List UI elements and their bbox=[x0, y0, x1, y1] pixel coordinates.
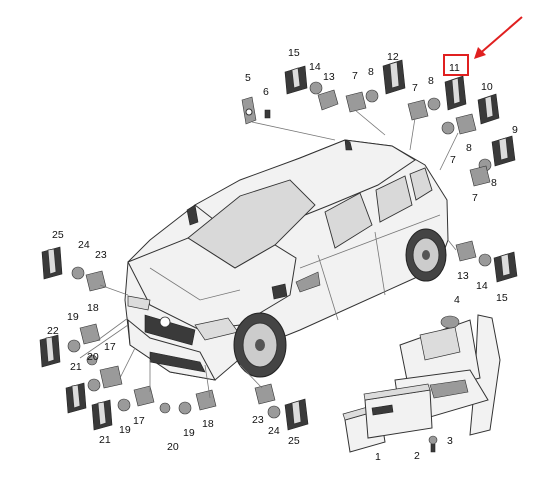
callout-22: 22 bbox=[47, 325, 59, 337]
callout-6: 6 bbox=[263, 86, 269, 98]
callout-23-bottom: 23 bbox=[252, 414, 264, 426]
callout-15-top: 15 bbox=[288, 47, 300, 59]
callout-18-left: 18 bbox=[87, 302, 99, 314]
highlight-arrow bbox=[476, 16, 523, 57]
callout-14-right: 14 bbox=[476, 280, 488, 292]
callout-8-b: 8 bbox=[428, 75, 434, 87]
control-units bbox=[342, 383, 438, 453]
callout-17-b: 17 bbox=[133, 415, 145, 427]
callout-5: 5 bbox=[245, 72, 251, 84]
callout-24-bottom: 24 bbox=[268, 425, 280, 437]
callout-11: 11 bbox=[449, 62, 460, 74]
callout-19-b: 19 bbox=[119, 424, 131, 436]
arrow-head-icon bbox=[474, 47, 486, 59]
callout-13-top: 13 bbox=[323, 71, 335, 83]
highlight-box bbox=[443, 54, 469, 76]
callout-15-right: 15 bbox=[496, 292, 508, 304]
callout-10: 10 bbox=[481, 81, 493, 93]
callout-19-a: 19 bbox=[67, 311, 79, 323]
callout-18-b: 18 bbox=[202, 418, 214, 430]
callout-12: 12 bbox=[387, 51, 399, 63]
car-illustration bbox=[124, 139, 449, 381]
callout-23-left: 23 bbox=[95, 249, 107, 261]
leader-lines bbox=[79, 109, 459, 399]
highlight-annotation bbox=[443, 16, 523, 76]
callout-8-c: 8 bbox=[466, 142, 472, 154]
callout-21-a: 21 bbox=[70, 361, 82, 373]
callout-7-c: 7 bbox=[450, 154, 456, 166]
callout-24-left: 24 bbox=[78, 239, 90, 251]
sensor-parts bbox=[39, 59, 518, 431]
callout-3: 3 bbox=[447, 435, 453, 447]
callout-8-a: 8 bbox=[368, 66, 374, 78]
callout-labels: 15 14 13 5 6 7 8 12 7 8 11 10 9 8 7 8 7 … bbox=[47, 47, 518, 463]
callout-25-bottom: 25 bbox=[288, 435, 300, 447]
callout-7-a: 7 bbox=[352, 70, 358, 82]
seat-bracket-assembly bbox=[394, 314, 501, 436]
callout-25-left: 25 bbox=[52, 229, 64, 241]
callout-2: 2 bbox=[414, 450, 420, 462]
callout-9: 9 bbox=[512, 124, 518, 136]
callout-1: 1 bbox=[375, 451, 381, 463]
callout-17-left: 17 bbox=[104, 341, 116, 353]
callout-20-left: 20 bbox=[87, 351, 99, 363]
callout-13-right: 13 bbox=[457, 270, 469, 282]
callout-21-b: 21 bbox=[99, 434, 111, 446]
callout-7-b: 7 bbox=[412, 82, 418, 94]
callout-20-b: 20 bbox=[167, 441, 179, 453]
callout-7-d: 7 bbox=[472, 192, 478, 204]
callout-19-c: 19 bbox=[183, 427, 195, 439]
callout-4: 4 bbox=[454, 294, 460, 306]
callout-14-top: 14 bbox=[309, 61, 321, 73]
callout-8-d: 8 bbox=[491, 177, 497, 189]
